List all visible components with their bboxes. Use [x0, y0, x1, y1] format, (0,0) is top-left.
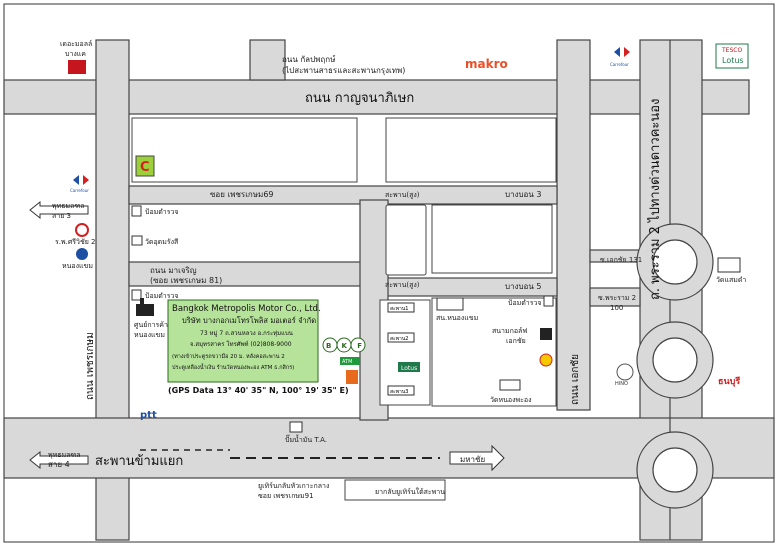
- shopping-center-icon: [136, 298, 154, 316]
- police-box-icon-3: [543, 295, 554, 307]
- carrefour-top-label: Carrefour: [610, 62, 629, 67]
- wat-nongphong-label: วัดหนองพะอง: [490, 396, 532, 404]
- wat-sanam-label: วัดแสมดำ: [716, 276, 746, 284]
- road-maharat-sub: (ซอย เพชรเกษม 81): [150, 276, 222, 285]
- center-label: ศูนย์การค้า: [134, 321, 168, 329]
- road-kalpaphruek: ถนน กัลปพฤกษ์: [282, 54, 336, 64]
- bkf-badge-label: BKF: [326, 342, 362, 350]
- hino-label: HINO: [615, 381, 628, 387]
- bridge-label-2: สะพาน2: [390, 336, 408, 342]
- arrow-right-mahachai: [449, 444, 505, 472]
- phutthamonthon-bottom: พุทธมลฑล: [48, 451, 81, 459]
- mahachai-label: มหาชัย: [460, 455, 485, 464]
- bridge-box-3: [387, 385, 415, 396]
- golf-label: สนามกอล์ฟ: [492, 327, 527, 335]
- sai-4: สาย 4: [48, 460, 70, 469]
- golf-icon: [540, 328, 552, 340]
- arrow-left-phutthamonthon4: [29, 450, 89, 470]
- road-bridge1: สะพาน(สูง): [385, 191, 420, 199]
- lotus-express-label: Lotus: [401, 365, 417, 372]
- temple-icon-udom: [131, 235, 143, 246]
- road-kanchanaphisek: ถนน กาญจนาภิเษก: [305, 91, 414, 106]
- tesco-top-label: TESCO: [721, 47, 742, 54]
- road-ekachai: ถนน เอกชัย: [570, 354, 581, 405]
- phutthamonthon-top: พุทธมลฑล: [52, 202, 85, 210]
- u-turn-label-1: ยูเทิร์นกลับหัวเกาะกลาง: [258, 482, 329, 490]
- company-addr-1: 73 หมู่ 7 ถ.สวนหลวง อ.กระทุ่มแบน: [200, 330, 293, 337]
- lotus-express-logo: [398, 362, 420, 372]
- police-1-label: ป้อมตำรวจ: [145, 208, 179, 216]
- cp-store-icon: [135, 155, 155, 177]
- makro-logo: makro: [465, 57, 508, 71]
- bridge-box-1: [387, 302, 415, 313]
- station-icon: [436, 297, 464, 311]
- police-box-icon-2: [131, 289, 142, 301]
- company-addr-2: จ.สมุทรสาคร โทรศัพท์ (02)808-9000: [190, 340, 292, 348]
- company-gps: (GPS Data 13° 40' 35" N, 100° 19' 35" E): [168, 386, 349, 395]
- company-addr-3: (ทางเข้าประตูรถขวามือ 20 ม. หลังคอสะพาน …: [172, 353, 285, 360]
- carrefour-top-icon: [614, 47, 630, 57]
- temple-icon-nongphong: [499, 379, 521, 391]
- the-mall-sub: บางแค: [65, 50, 86, 58]
- sor-nongkhaem-label: สน.หนองแขม: [436, 314, 478, 322]
- ta-station-label: ปั๊มน้ำมัน T.A.: [285, 433, 327, 444]
- thonburi-right-label: ธนบุรี: [718, 376, 740, 387]
- road-sapan-chang-yak: สะพานข้ามแยก: [95, 454, 183, 469]
- road-rama2-100b: 100: [610, 304, 623, 312]
- road-soi69: ซอย เพชรเกษม69: [210, 190, 274, 199]
- seven-eleven-icon: [346, 370, 358, 384]
- carrefour-left-label: Carrefour: [70, 188, 89, 193]
- city-blocks: [131, 117, 557, 501]
- company-name-en: Bangkok Metropolis Motor Co., Ltd.: [172, 304, 321, 314]
- road-rama2-100: ซ.พระราม 2: [598, 294, 636, 302]
- road-ekachai131: ซ.เอกชัย 131: [600, 256, 642, 264]
- hospital-icon: [75, 223, 89, 237]
- ptt-logo: ptt: [140, 410, 157, 421]
- golf-label-2: เอกชัย: [506, 337, 526, 345]
- center-label-2: หนองแขม: [134, 331, 165, 339]
- bkf-badge: [322, 337, 366, 353]
- company-box: [167, 299, 319, 383]
- police-3-label: ป้อมตำรวจ: [508, 299, 542, 307]
- road-rama2: ถ. พระราม 2 ไปทางด่วนดาวคะนอง: [647, 99, 663, 300]
- hospital-label: ร.พ.ศรีวิชัย 2: [55, 238, 96, 246]
- kasikorn-atm-label: ATM: [342, 359, 352, 365]
- hino-icon: [616, 363, 634, 381]
- kasikorn-atm-icon: [340, 357, 360, 365]
- road-phetkasem: ถนน เพชรเกษม: [85, 332, 96, 400]
- the-mall-logo: [68, 60, 86, 74]
- shell-icon: [539, 353, 553, 367]
- wat-udom-label: วัดอุดมรังสี: [145, 238, 179, 246]
- police-2-label: ป้อมตำรวจ: [145, 292, 179, 300]
- company-addr-4: ประตูเหลืองน้ำเงิน ร้านวัดหนองพะอง ATM ธ…: [172, 363, 294, 371]
- road-bangbon3: บางบอน 3: [505, 190, 541, 199]
- rama2-interchanges: [636, 40, 714, 540]
- the-mall-label: เดอะมอลล์: [60, 40, 92, 48]
- bridge-label-1: สะพาน1: [390, 306, 408, 312]
- bridge-box-2: [387, 332, 415, 343]
- wat-sanam-icon: [717, 257, 741, 273]
- company-name-th: บริษัท บางกอกเมโทรโพลิส มอเตอร์ จำกัด: [182, 316, 316, 325]
- sai-3: สาย 3: [52, 212, 71, 220]
- u-turn-label-right: ยากลับยูเทิร์นใต้สะพาน: [375, 487, 445, 496]
- bridge-label-3: สะพาน3: [390, 389, 408, 395]
- road-maharat: ถนน มาเจริญ: [150, 266, 197, 275]
- road-bangbon5: บางบอน 5: [505, 282, 541, 291]
- cp-store-letter: C: [140, 160, 150, 175]
- ta-station-icon: [289, 421, 303, 433]
- carrefour-left-icon: [73, 175, 89, 185]
- road-kalpaphruek-sub: (ไปสะพานสาธรและสะพานกรุงเทพ): [282, 66, 405, 75]
- nongkhaem-icon: [76, 248, 88, 260]
- tesco-lotus-logo: [715, 43, 749, 69]
- police-box-icon-1: [131, 205, 142, 217]
- road-bridge2: สะพาน(สูง): [385, 281, 420, 289]
- arrow-left-phutthamonthon3: [29, 200, 89, 220]
- nongkhaem-label: หนองแขม: [62, 262, 93, 270]
- lotus-top-label: Lotus: [722, 56, 744, 65]
- u-turn-label-2: ซอย เพชรเกษม91: [258, 492, 314, 500]
